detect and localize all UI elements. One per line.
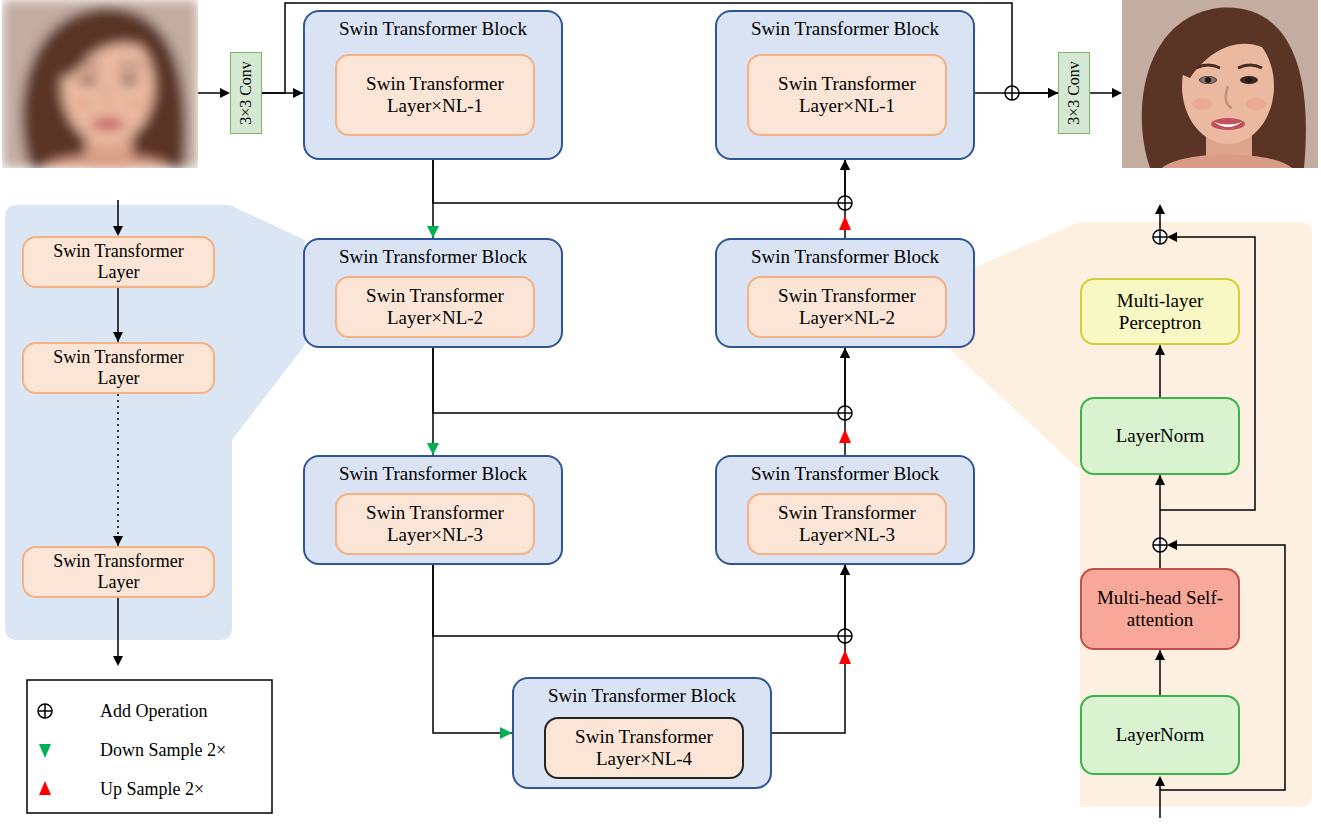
legend-text: Add Operation [100,700,207,722]
layer-stack: Swin Transformer Layer×NL-3 [335,493,535,555]
legend-frame [27,680,272,813]
module-label: Multi-head Self-attention [1082,587,1238,631]
layer-stack: Swin Transformer Layer×NL-1 [747,54,947,136]
block-title: Swin Transformer Block [514,679,770,707]
swin-block: Swin Transformer BlockSwin Transformer L… [303,455,563,565]
swin-block: Swin Transformer BlockSwin Transformer L… [303,10,563,160]
layer-label: Swin Transformer Layer [24,551,213,593]
connector [1159,650,1161,695]
swin-block: Swin Transformer BlockSwin Transformer L… [715,238,975,348]
input-face-image [2,0,198,168]
add-operation-symbol [38,86,1167,718]
layer-label: Swin Transformer Layer×NL-3 [337,502,533,546]
connector [433,565,512,733]
layer-label: Swin Transformer Layer [24,347,213,389]
layer-stack: Swin Transformer Layer×NL-3 [747,493,947,555]
layer-stack: Swin Transformer Layer×NL-2 [747,276,947,338]
output-face-image [1122,0,1318,168]
layernorm-box: LayerNorm [1080,695,1240,775]
layer-label: Swin Transformer Layer×NL-2 [337,285,533,329]
block-title: Swin Transformer Block [305,12,561,40]
connector [433,160,845,203]
block-title: Swin Transformer Block [717,240,973,268]
layout-wire [118,93,1285,818]
module-label: LayerNorm [1104,724,1217,746]
conv-box: 3×3 Conv [230,52,262,134]
swin-block: Swin Transformer BlockSwin Transformer L… [715,10,975,160]
layer-stack: Swin Transformer Layer×NL-1 [335,54,535,136]
layer-label: Swin Transformer Layer×NL-1 [337,73,533,117]
block-title: Swin Transformer Block [717,457,973,485]
layer-box: Swin Transformer Layer [22,546,215,598]
layer-label: Swin Transformer Layer×NL-4 [546,726,742,770]
layer-label: Swin Transformer Layer×NL-3 [749,502,945,546]
connector [1159,475,1161,568]
conv-box: 3×3 Conv [1058,52,1090,134]
legend-text: Down Sample 2× [100,739,226,761]
zoom-panel [5,205,305,640]
connector [117,288,119,342]
swin-block: Swin Transformer BlockSwin Transformer L… [512,677,772,789]
attention-box: Multi-head Self-attention [1080,568,1240,650]
block-title: Swin Transformer Block [305,457,561,485]
module-label: LayerNorm [1104,425,1217,447]
layer-label: Swin Transformer Layer×NL-1 [749,73,945,117]
module-label: Multi-layer Perceptron [1082,290,1238,334]
connector [117,394,119,546]
swin-block: Swin Transformer BlockSwin Transformer L… [303,238,563,348]
block-title: Swin Transformer Block [717,12,973,40]
zoom-panel [945,222,1312,807]
layer-box: Swin Transformer Layer [22,236,215,288]
connector [772,565,845,733]
block-title: Swin Transformer Block [305,240,561,268]
layernorm-box: LayerNorm [1080,397,1240,475]
layer-label: Swin Transformer Layer×NL-2 [749,285,945,329]
conv-label: 3×3 Conv [1065,61,1083,125]
conv-label: 3×3 Conv [237,61,255,125]
mlp-box: Multi-layer Perceptron [1080,278,1240,345]
connector [1159,345,1161,397]
layer-stack: Swin Transformer Layer×NL-4 [544,717,744,779]
legend-text: Up Sample 2× [100,778,204,800]
downsample-symbol [39,744,51,758]
layer-stack: Swin Transformer Layer×NL-2 [335,276,535,338]
swin-block: Swin Transformer BlockSwin Transformer L… [715,455,975,565]
layer-box: Swin Transformer Layer [22,342,215,394]
connector [433,348,845,413]
layer-label: Swin Transformer Layer [24,241,213,283]
connector [433,565,845,636]
